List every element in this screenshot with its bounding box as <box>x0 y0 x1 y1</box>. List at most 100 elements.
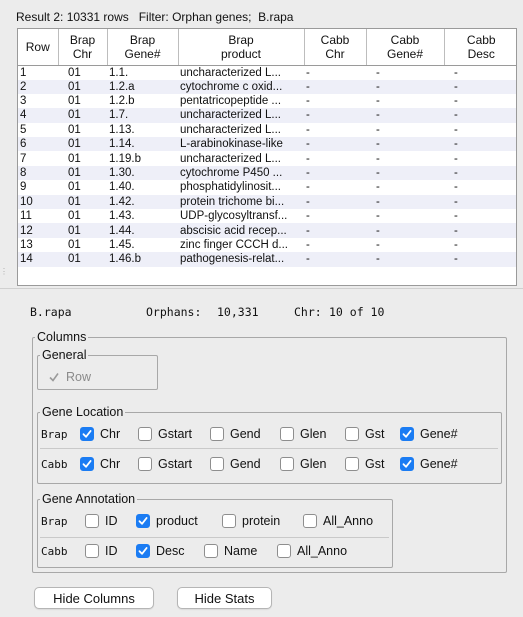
split-divider[interactable] <box>0 288 523 289</box>
column-header[interactable]: Row <box>18 29 59 66</box>
checkbox-checked-icon[interactable] <box>136 544 150 558</box>
checkbox-checked-icon[interactable] <box>400 457 414 471</box>
table-cell: 2 <box>18 79 58 94</box>
gene-location-brap-checkbox[interactable]: Gst <box>345 427 384 441</box>
checkbox-empty-icon[interactable] <box>210 427 224 441</box>
gene-location-cabb-checkbox[interactable]: Gstart <box>138 457 192 471</box>
table-cell: - <box>444 252 516 267</box>
table-cell: - <box>304 108 366 123</box>
checkbox-checked-icon[interactable] <box>400 427 414 441</box>
gene-location-brap-checkbox[interactable]: Gend <box>210 427 261 441</box>
checkbox-empty-icon[interactable] <box>204 544 218 558</box>
gene-location-brap-checkbox[interactable]: Gene# <box>400 427 458 441</box>
hide-stats-button[interactable]: Hide Stats <box>177 587 272 609</box>
checkbox-empty-icon[interactable] <box>345 427 359 441</box>
table-cell: - <box>444 108 516 123</box>
gene-annotation-cabb-checkbox[interactable]: Name <box>204 544 257 558</box>
checkbox-empty-icon[interactable] <box>210 457 224 471</box>
gene-location-cabb-checkbox[interactable]: Glen <box>280 457 326 471</box>
gene-location-brap-checkbox-label: Chr <box>100 427 121 441</box>
table-cell: 10 <box>18 194 58 210</box>
checkbox-empty-icon[interactable] <box>345 457 359 471</box>
gene-location-brap-checkbox[interactable]: Glen <box>280 427 326 441</box>
gene-annotation-brap-checkbox[interactable]: All_Anno <box>303 514 373 528</box>
column-header-line2: Chr <box>72 46 93 61</box>
gene-location-cabb-checkbox[interactable]: Gene# <box>400 457 458 471</box>
column-header-line1: Cabb <box>320 32 350 47</box>
checkbox-empty-icon[interactable] <box>222 514 236 528</box>
gene-location-brap-checkbox[interactable]: Chr <box>80 427 120 441</box>
table-cell: 8 <box>18 165 58 181</box>
table-cell: 01 <box>58 223 107 238</box>
gene-location-brap-checkbox-label: Glen <box>300 427 327 441</box>
table-cell: 1.40. <box>107 180 178 195</box>
table-cell: - <box>304 209 366 224</box>
checkbox-empty-icon[interactable] <box>85 544 99 558</box>
hide-columns-button[interactable]: Hide Columns <box>34 587 154 609</box>
checkbox-empty-icon[interactable] <box>303 514 317 528</box>
stats-orphans-value: 10,331 <box>217 305 259 319</box>
checkbox-empty-icon[interactable] <box>280 427 294 441</box>
table-cell: cytochrome c oxid... <box>178 79 304 94</box>
table-cell: 1.2.b <box>107 93 178 109</box>
gene-location-cabb-checkbox[interactable]: Chr <box>80 457 120 471</box>
checkbox-empty-icon[interactable] <box>280 457 294 471</box>
column-header-line2: Gene# <box>124 46 161 61</box>
gene-annotation-brap-checkbox[interactable]: protein <box>222 514 280 528</box>
gene-annotation-brap-checkbox[interactable]: ID <box>85 514 118 528</box>
checkbox-empty-icon[interactable] <box>277 544 291 558</box>
table-cell: uncharacterized L... <box>178 65 304 80</box>
gene-location-cabb-checkbox[interactable]: Gend <box>210 457 261 471</box>
table-cell: 01 <box>58 137 107 152</box>
gene-location-cabb-label: Cabb <box>41 458 68 471</box>
gene-annotation-brap-checkbox-label: protein <box>242 514 281 528</box>
checkbox-empty-icon[interactable] <box>138 457 152 471</box>
table-cell: 3 <box>18 93 58 109</box>
gene-location-brap-checkbox[interactable]: Gstart <box>138 427 192 441</box>
gene-location-cabb-checkbox[interactable]: Gst <box>345 457 384 471</box>
table-cell: - <box>366 209 444 224</box>
checkbox-empty-icon[interactable] <box>138 427 152 441</box>
gene-annotation-cabb-checkbox[interactable]: ID <box>85 544 118 558</box>
checkbox-checked-icon[interactable] <box>80 427 94 441</box>
gene-location-group: Gene Location <box>37 405 502 484</box>
gene-annotation-brap-checkbox[interactable]: product <box>136 514 198 528</box>
resize-grip-icon[interactable]: ⋮ <box>0 267 8 276</box>
table-cell: 1.13. <box>107 122 178 138</box>
table-cell: 01 <box>58 108 107 123</box>
gene-annotation-cabb-checkbox[interactable]: Desc <box>136 544 184 558</box>
gene-annotation-cabb-checkbox[interactable]: All_Anno <box>277 544 347 558</box>
checkbox-empty-icon[interactable] <box>85 514 99 528</box>
checkbox-checked-icon[interactable] <box>136 514 150 528</box>
gene-location-cabb-checkbox-label: Chr <box>100 457 121 471</box>
table-cell: - <box>366 65 444 80</box>
table-cell: - <box>366 122 444 138</box>
table-cell: - <box>444 79 516 94</box>
table-cell: 12 <box>18 223 58 238</box>
table-cell: zinc finger CCCH d... <box>178 237 304 253</box>
checkbox-checked-icon[interactable] <box>80 457 94 471</box>
table-cell: 01 <box>58 93 107 109</box>
